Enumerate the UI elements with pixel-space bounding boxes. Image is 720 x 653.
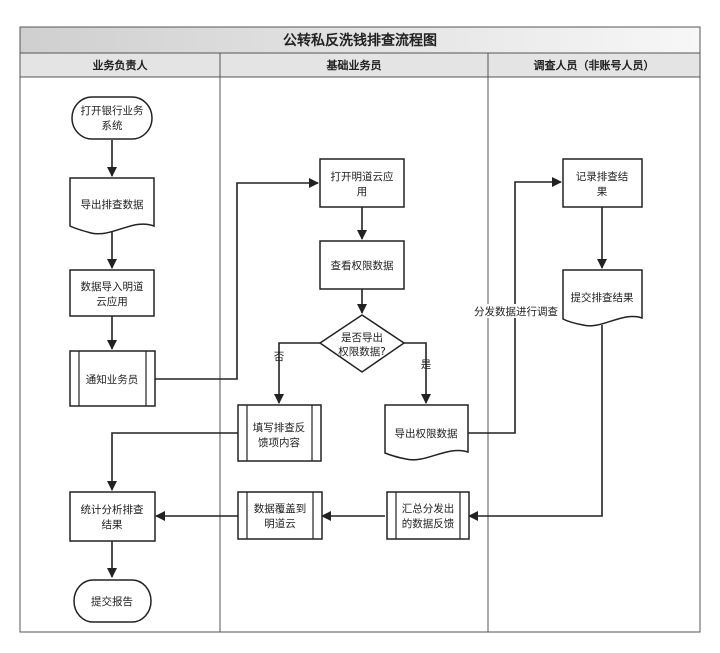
svg-text:查看权限数据: 查看权限数据 — [331, 259, 394, 272]
node-fill-feedback: 填写排查反馈项内容 — [237, 404, 322, 462]
diagram-title: 公转私反洗钱排查流程图 — [283, 32, 437, 49]
edge-label-yes: 是 — [421, 359, 432, 371]
title-bar — [19, 26, 701, 54]
node-submit-results: 提交排查结果 — [562, 269, 643, 327]
node-submit-report: 提交报告 — [73, 579, 152, 623]
edge-fill-to-stats — [107, 432, 238, 491]
edge-notify-to-open-app — [155, 178, 319, 380]
node-summarize-feedback: 汇总分发出的数据反馈 — [386, 491, 470, 540]
svg-text:汇总分发出的数据反馈: 汇总分发出的数据反馈 — [402, 502, 455, 530]
svg-text:数据导入明道云应用: 数据导入明道云应用 — [81, 280, 144, 308]
node-record-results: 记录排查结果 — [562, 158, 643, 208]
edge-label-distribute-bg — [471, 304, 561, 318]
svg-text:提交排查结果: 提交排查结果 — [571, 291, 634, 304]
edge-label-no: 否 — [274, 351, 285, 363]
svg-text:导出排查数据: 导出排查数据 — [81, 198, 144, 211]
edge-label-distribute: 分发数据进行调查 — [474, 305, 558, 318]
edge-submit-to-summarize — [468, 325, 603, 521]
node-view-permission-data: 查看权限数据 — [319, 240, 405, 290]
svg-text:通知业务员: 通知业务员 — [86, 373, 139, 386]
svg-text:统计分析排查结果: 统计分析排查结果 — [81, 503, 144, 531]
svg-text:提交报告: 提交报告 — [91, 595, 133, 608]
lane-header-basic-clerk: 基础业务员 — [326, 58, 382, 72]
svg-text:填写排查反馈项内容: 填写排查反馈项内容 — [253, 421, 306, 449]
svg-text:打开明道云应用: 打开明道云应用 — [331, 170, 394, 198]
node-open-mingdao-app: 打开明道云应用 — [319, 158, 405, 208]
node-export-permission-data: 导出权限数据 — [384, 404, 469, 461]
svg-text:是否导出权限数据?: 是否导出权限数据? — [338, 331, 386, 358]
node-stats-analysis: 统计分析排查结果 — [69, 491, 156, 542]
node-import-to-mingdao: 数据导入明道云应用 — [69, 269, 155, 317]
node-decision-export: 是否导出权限数据? — [318, 314, 406, 373]
node-notify-clerk: 通知业务员 — [69, 350, 156, 407]
svg-text:数据覆盖到明道云: 数据覆盖到明道云 — [254, 502, 307, 530]
svg-text:记录排查结果: 记录排查结果 — [576, 170, 629, 198]
node-export-check-data: 导出排查数据 — [69, 177, 155, 235]
lane-header-business-owner: 业务负责人 — [93, 58, 149, 72]
svg-text:打开银行业务系统: 打开银行业务系统 — [81, 104, 144, 132]
node-open-bank-system: 打开银行业务系统 — [71, 96, 153, 140]
node-overwrite-mingdao: 数据覆盖到明道云 — [237, 491, 323, 540]
lane-header-bar — [19, 52, 701, 78]
edge-decision-yes — [404, 342, 431, 404]
lane-header-investigator: 调查人员（非账号人员） — [534, 58, 655, 72]
svg-text:导出权限数据: 导出权限数据 — [395, 427, 458, 440]
edge-decision-no — [274, 342, 320, 404]
